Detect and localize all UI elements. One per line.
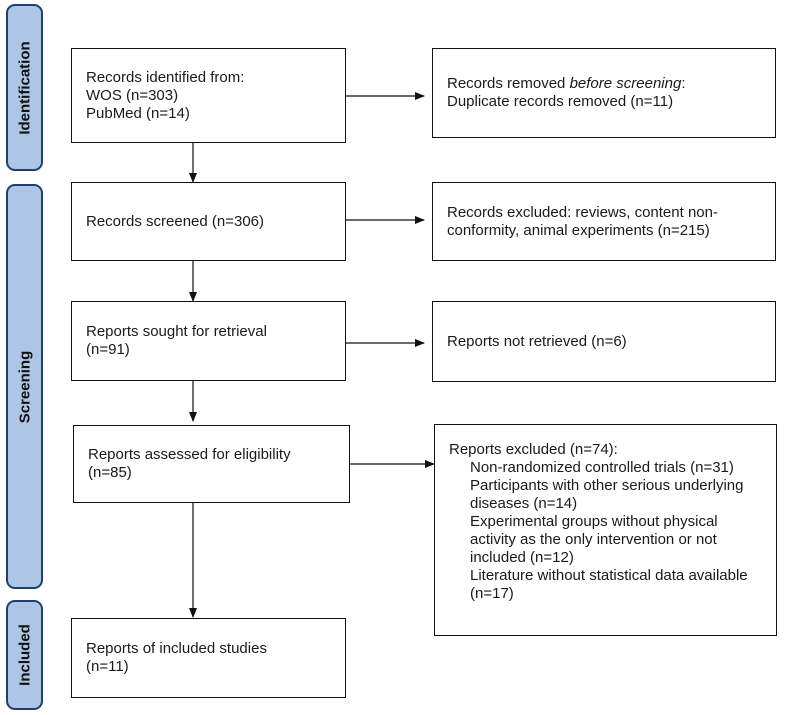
box-records-removed: Records removed before screening: Duplic… [432,48,776,138]
records-screened-text: Records screened (n=306) [86,212,265,230]
exclusion-reason: Participants with other serious underlyi… [470,477,744,512]
exclusion-reason: Non-randomized controlled trials (n=31) [470,459,734,476]
records-removed-heading: Records removed before screening: [447,75,761,93]
reports-not-retrieved-text: Reports not retrieved (n=6) [447,332,627,350]
records-excluded-line-2: conformity, animal experiments (n=215) [447,221,710,239]
records-removed-emphasis: before screening [569,75,682,92]
records-removed-pre: Records removed [447,75,570,92]
reports-assessed-text: Reports assessed for eligibility [88,446,291,463]
exclusion-reason: Experimental groups without physical act… [470,513,718,566]
exclusion-reason: Literature without statistical data avai… [470,567,748,602]
phase-included: Included [6,600,43,710]
records-identified-pubmed: PubMed (n=14) [86,104,190,122]
records-identified-wos: WOS (n=303) [86,86,179,104]
box-included-studies: Reports of included studies (n=11) [71,618,346,698]
reports-assessed-count: (n=85) [88,464,132,481]
box-reports-sought: Reports sought for retrieval (n=91) [71,301,346,381]
phase-screening: Screening [6,184,43,589]
reports-sought-text: Reports sought for retrieval [86,323,267,340]
records-removed-post: : [681,75,686,92]
box-reports-excluded: Reports excluded (n=74): Non-randomized … [434,424,777,636]
records-removed-duplicates: Duplicate records removed (n=11) [447,93,674,110]
box-records-identified: Records identified from: WOS (n=303) Pub… [71,48,346,143]
records-identified-heading: Records identified from: [86,68,245,86]
reports-excluded-heading: Reports excluded (n=74): [449,441,618,458]
box-reports-not-retrieved: Reports not retrieved (n=6) [432,301,776,382]
included-studies-text: Reports of included studies [86,640,267,657]
records-excluded-line-1: Records excluded: reviews, content non- [447,203,718,221]
included-studies-count: (n=11) [86,658,129,675]
reports-sought-count: (n=91) [86,341,130,358]
box-records-excluded: Records excluded: reviews, content non- … [432,182,776,261]
phase-identification: Identification [6,4,43,171]
box-reports-assessed: Reports assessed for eligibility (n=85) [73,425,350,503]
box-records-screened: Records screened (n=306) [71,182,346,261]
